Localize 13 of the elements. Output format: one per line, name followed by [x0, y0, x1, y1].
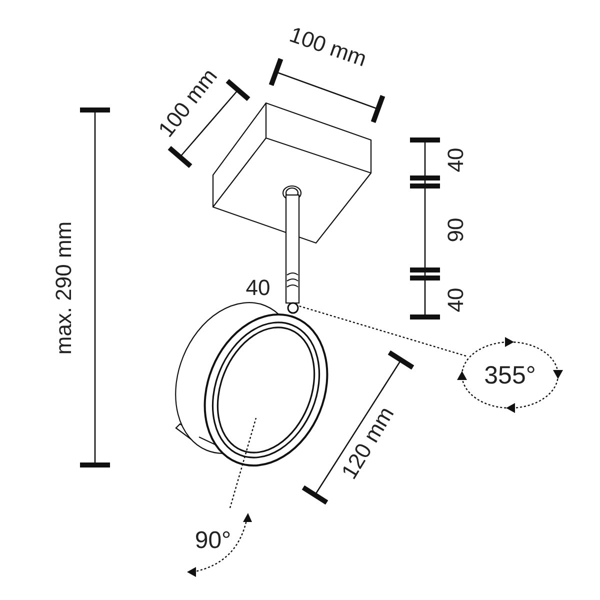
dimension-label: 100 mm	[286, 24, 370, 70]
leader-line	[298, 305, 466, 357]
angle-label: 355°	[484, 364, 536, 388]
angle-label: 90°	[194, 529, 232, 553]
dimension-label: 40	[445, 288, 467, 312]
dimension-label: 100 mm	[154, 64, 222, 142]
dimension-label: max. 290 mm	[53, 221, 75, 355]
leader-line	[229, 418, 257, 508]
dimension-label: 40	[246, 277, 270, 299]
dimension-label: 40	[445, 148, 467, 172]
screw-joint	[287, 302, 299, 314]
dimension-label: 120 mm	[338, 403, 398, 483]
dimension-label: 90	[445, 218, 467, 242]
